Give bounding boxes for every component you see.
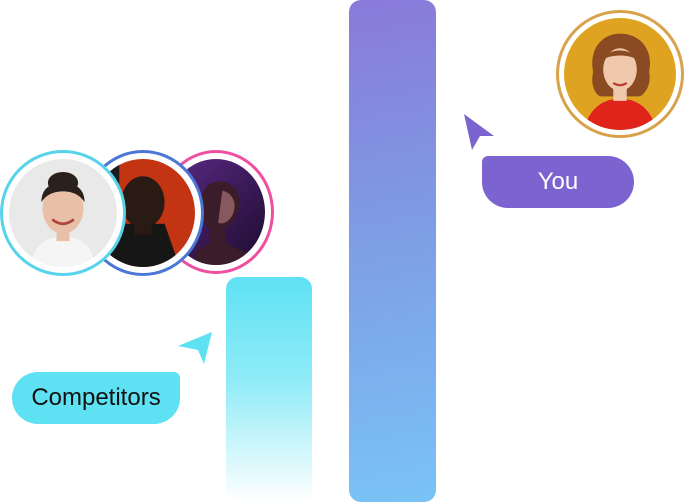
competitor-avatar-1 (0, 150, 126, 276)
you-label: You (537, 168, 579, 195)
pointer-arrow-icon (464, 114, 494, 150)
you-bar (349, 0, 436, 502)
you-avatar (556, 10, 684, 138)
portrait-image (564, 18, 676, 130)
competitors-label: Competitors (31, 384, 161, 411)
pointer-arrow-icon (178, 332, 212, 364)
competitors-bar (226, 277, 312, 502)
you-label-pill: You (482, 156, 634, 208)
portrait-image (9, 159, 117, 267)
competitors-label-pill: Competitors (12, 372, 180, 424)
